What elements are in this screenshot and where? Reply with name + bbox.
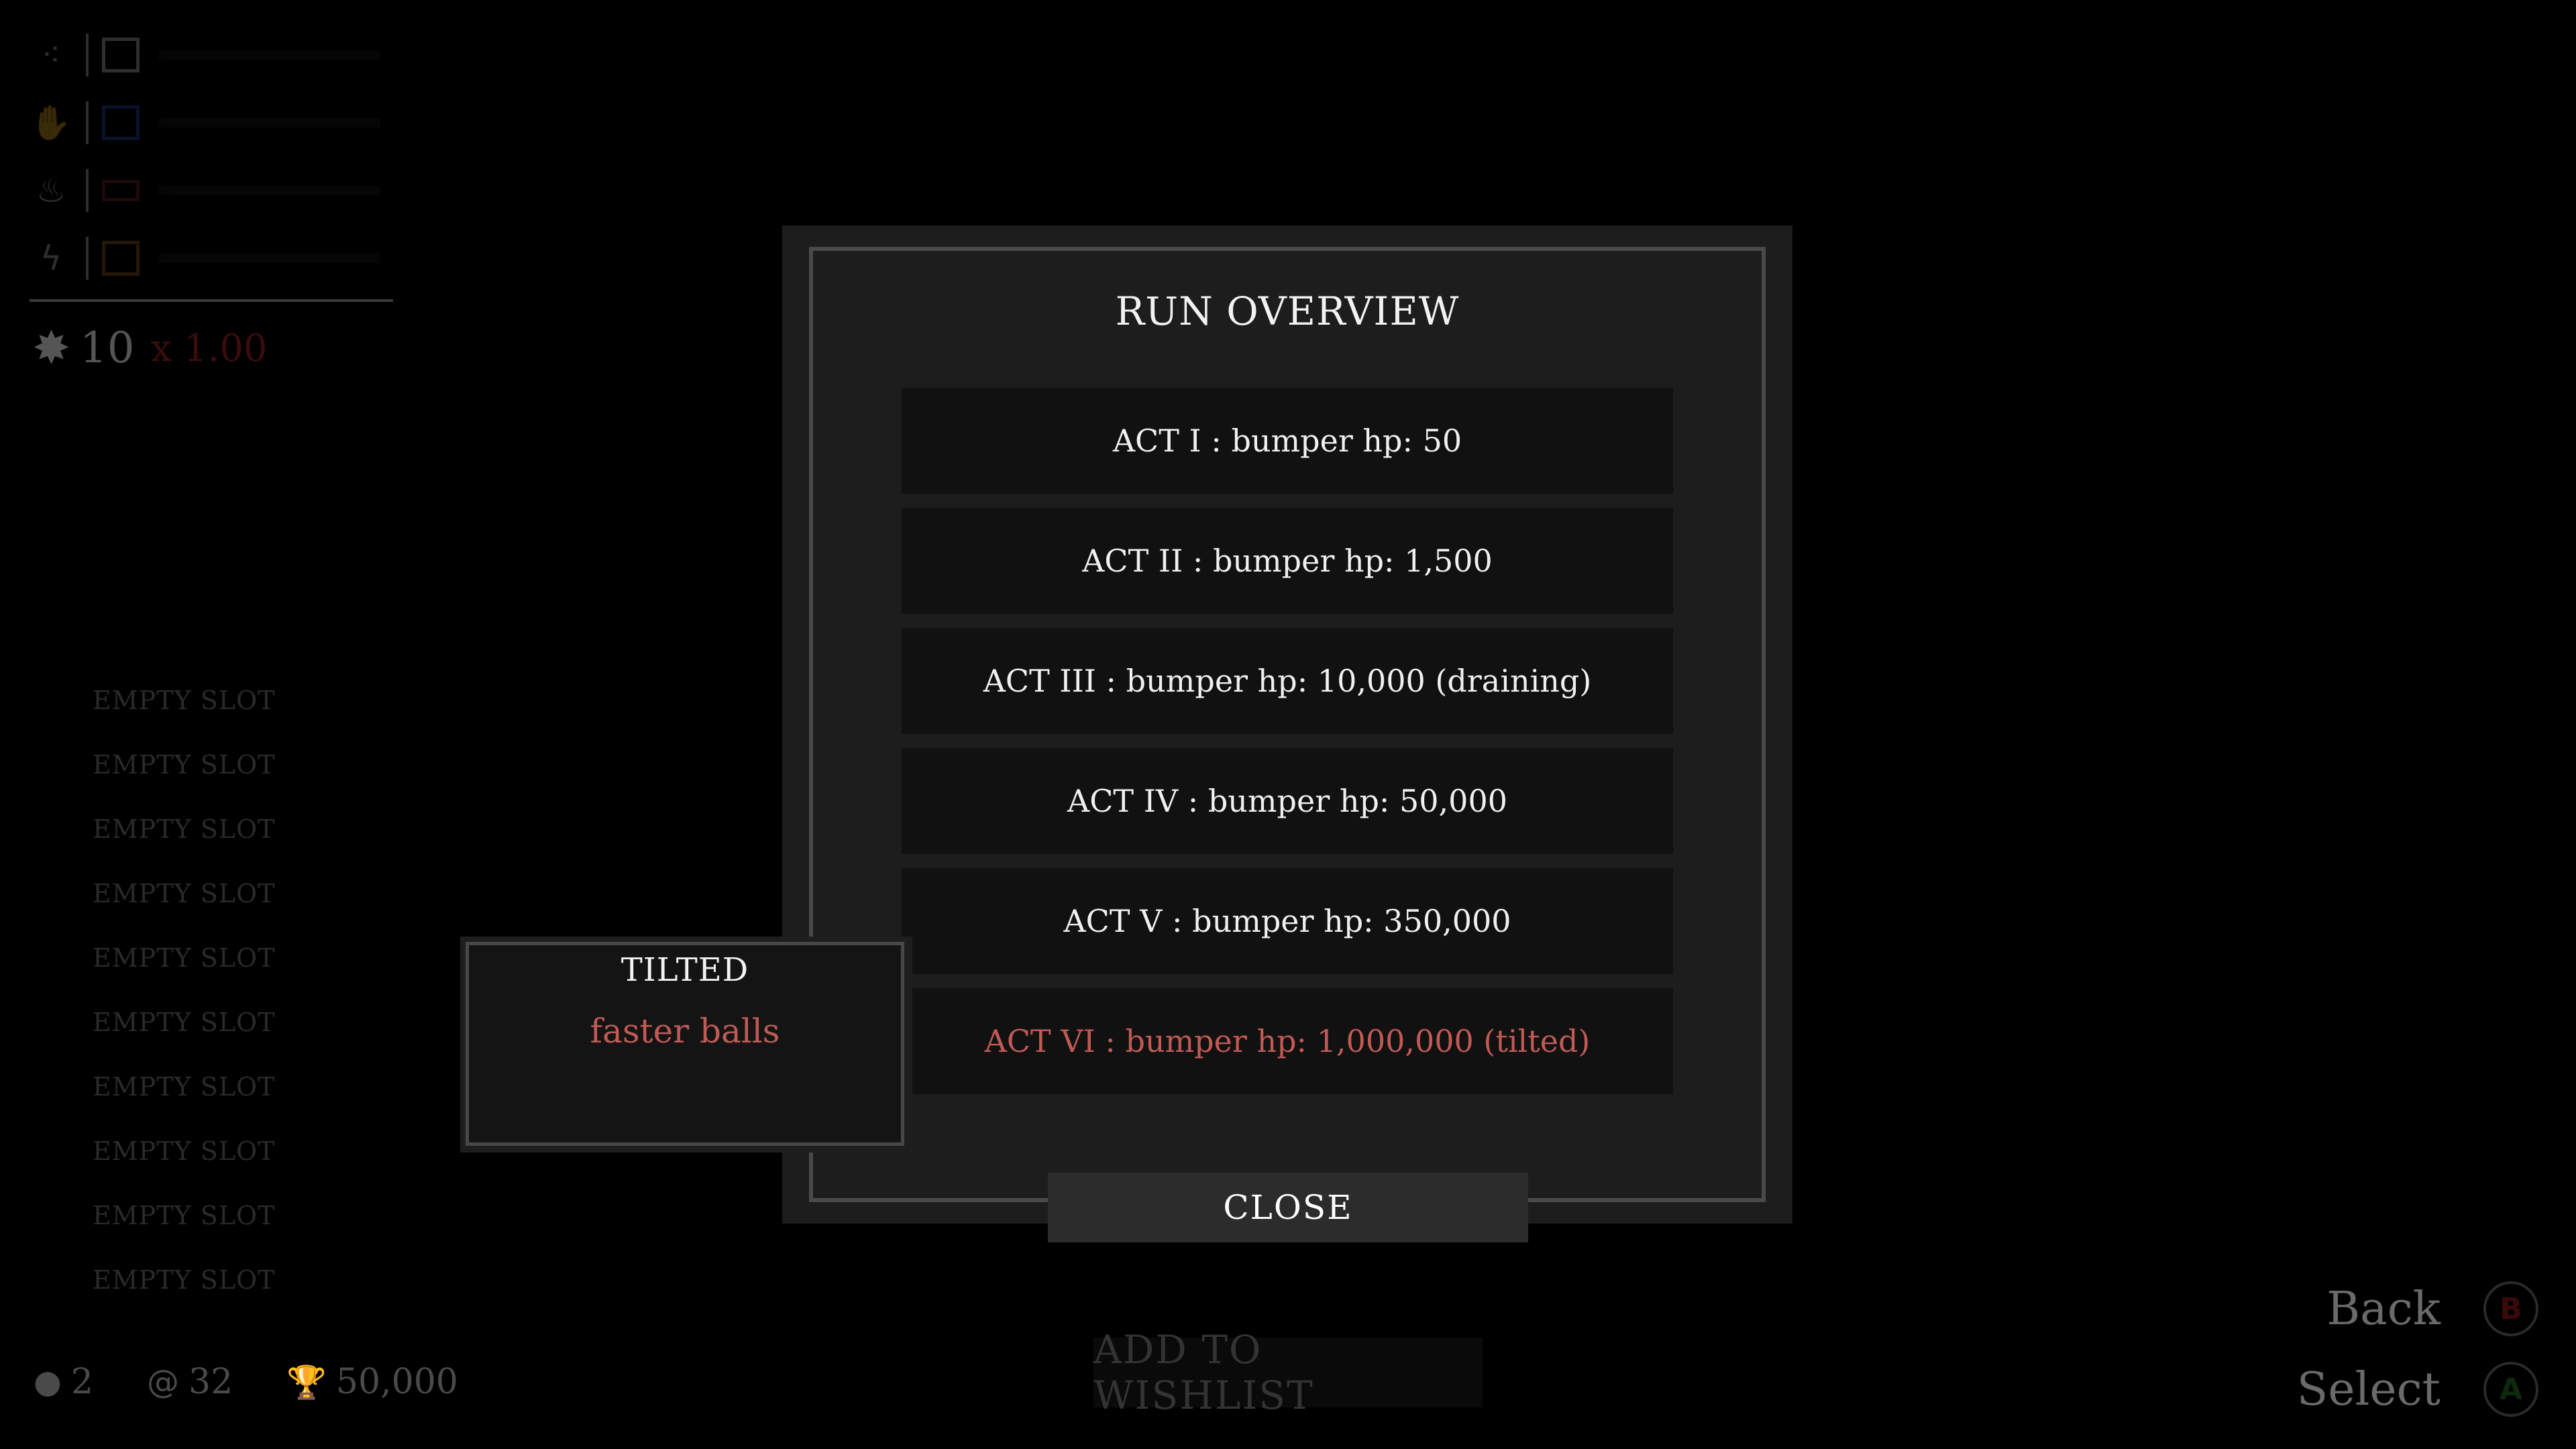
stat-slot-icon: [102, 241, 140, 276]
inventory-slot[interactable]: EMPTY SLOT: [93, 814, 276, 844]
back-hint[interactable]: Back B: [2326, 1281, 2538, 1336]
stat-row-hand: ✋: [30, 96, 380, 150]
inventory-slot[interactable]: EMPTY SLOT: [93, 1201, 276, 1230]
stat-slot-icon: [102, 180, 140, 201]
burst-icon: ✸: [32, 321, 70, 375]
act-row-tilted[interactable]: ACT VI : bumper hp: 1,000,000 (tilted): [902, 988, 1673, 1094]
score-display: ✸ 10 x 1.00: [32, 318, 268, 378]
select-hint[interactable]: Select A: [2297, 1362, 2538, 1417]
coins-stat: @ 32: [147, 1362, 233, 1402]
select-label: Select: [2296, 1362, 2440, 1416]
lightning-icon: ϟ: [40, 239, 62, 278]
modal-title: RUN OVERVIEW: [1115, 288, 1460, 334]
ball-icon: ●: [34, 1363, 62, 1401]
stat-slot-icon: [102, 38, 140, 72]
inventory-slot[interactable]: EMPTY SLOT: [93, 750, 276, 780]
score-value: 10: [79, 323, 135, 373]
close-button[interactable]: CLOSE: [1048, 1173, 1528, 1242]
balls-count: 2: [70, 1362, 93, 1402]
bottom-stats: ● 2 @ 32 🏆 50,000: [34, 1355, 512, 1409]
coins-count: 32: [188, 1362, 233, 1402]
tooltip-frame: [466, 942, 904, 1146]
inventory-slot[interactable]: EMPTY SLOT: [93, 686, 276, 715]
trophy-stat: 🏆 50,000: [286, 1362, 458, 1402]
act-row[interactable]: ACT IV : bumper hp: 50,000: [902, 748, 1673, 854]
add-to-wishlist-button[interactable]: ADD TO WISHLIST: [1093, 1327, 1483, 1418]
trophy-icon: 🏆: [286, 1363, 327, 1401]
inventory-slots: EMPTY SLOT EMPTY SLOT EMPTY SLOT EMPTY S…: [93, 683, 276, 1327]
inventory-slot[interactable]: EMPTY SLOT: [93, 1265, 276, 1295]
inventory-slot[interactable]: EMPTY SLOT: [93, 1008, 276, 1037]
trophy-value: 50,000: [335, 1362, 458, 1402]
inventory-slot[interactable]: EMPTY SLOT: [93, 943, 276, 973]
flame-icon: ♨: [36, 171, 66, 210]
coin-icon: @: [146, 1363, 179, 1401]
tooltip-title: TILTED: [621, 951, 749, 989]
nodes-icon: ⁖: [41, 36, 61, 74]
score-multiplier: x 1.00: [150, 326, 268, 370]
back-label: Back: [2326, 1282, 2440, 1336]
act-row[interactable]: ACT III : bumper hp: 10,000 (draining): [902, 628, 1673, 734]
hud-divider: [30, 299, 393, 302]
inventory-slot[interactable]: EMPTY SLOT: [93, 879, 276, 908]
act-row[interactable]: ACT I : bumper hp: 50: [902, 388, 1673, 494]
inventory-slot[interactable]: EMPTY SLOT: [93, 1072, 276, 1102]
stat-row-lightning: ϟ: [30, 231, 380, 285]
act-row[interactable]: ACT II : bumper hp: 1,500: [902, 508, 1673, 614]
act-list: ACT I : bumper hp: 50 ACT II : bumper hp…: [902, 388, 1673, 1108]
stat-row-nodes: ⁖: [30, 28, 380, 82]
stat-row-flame: ♨: [30, 164, 380, 217]
a-button-icon: A: [2483, 1362, 2538, 1417]
inventory-slot[interactable]: EMPTY SLOT: [93, 1136, 276, 1166]
balls-stat: ● 2: [34, 1362, 93, 1402]
b-button-icon: B: [2483, 1281, 2538, 1336]
hand-icon: ✋: [30, 103, 72, 142]
act-row[interactable]: ACT V : bumper hp: 350,000: [902, 868, 1673, 974]
stat-slot-icon: [102, 105, 140, 140]
tooltip-description: faster balls: [590, 1012, 780, 1051]
